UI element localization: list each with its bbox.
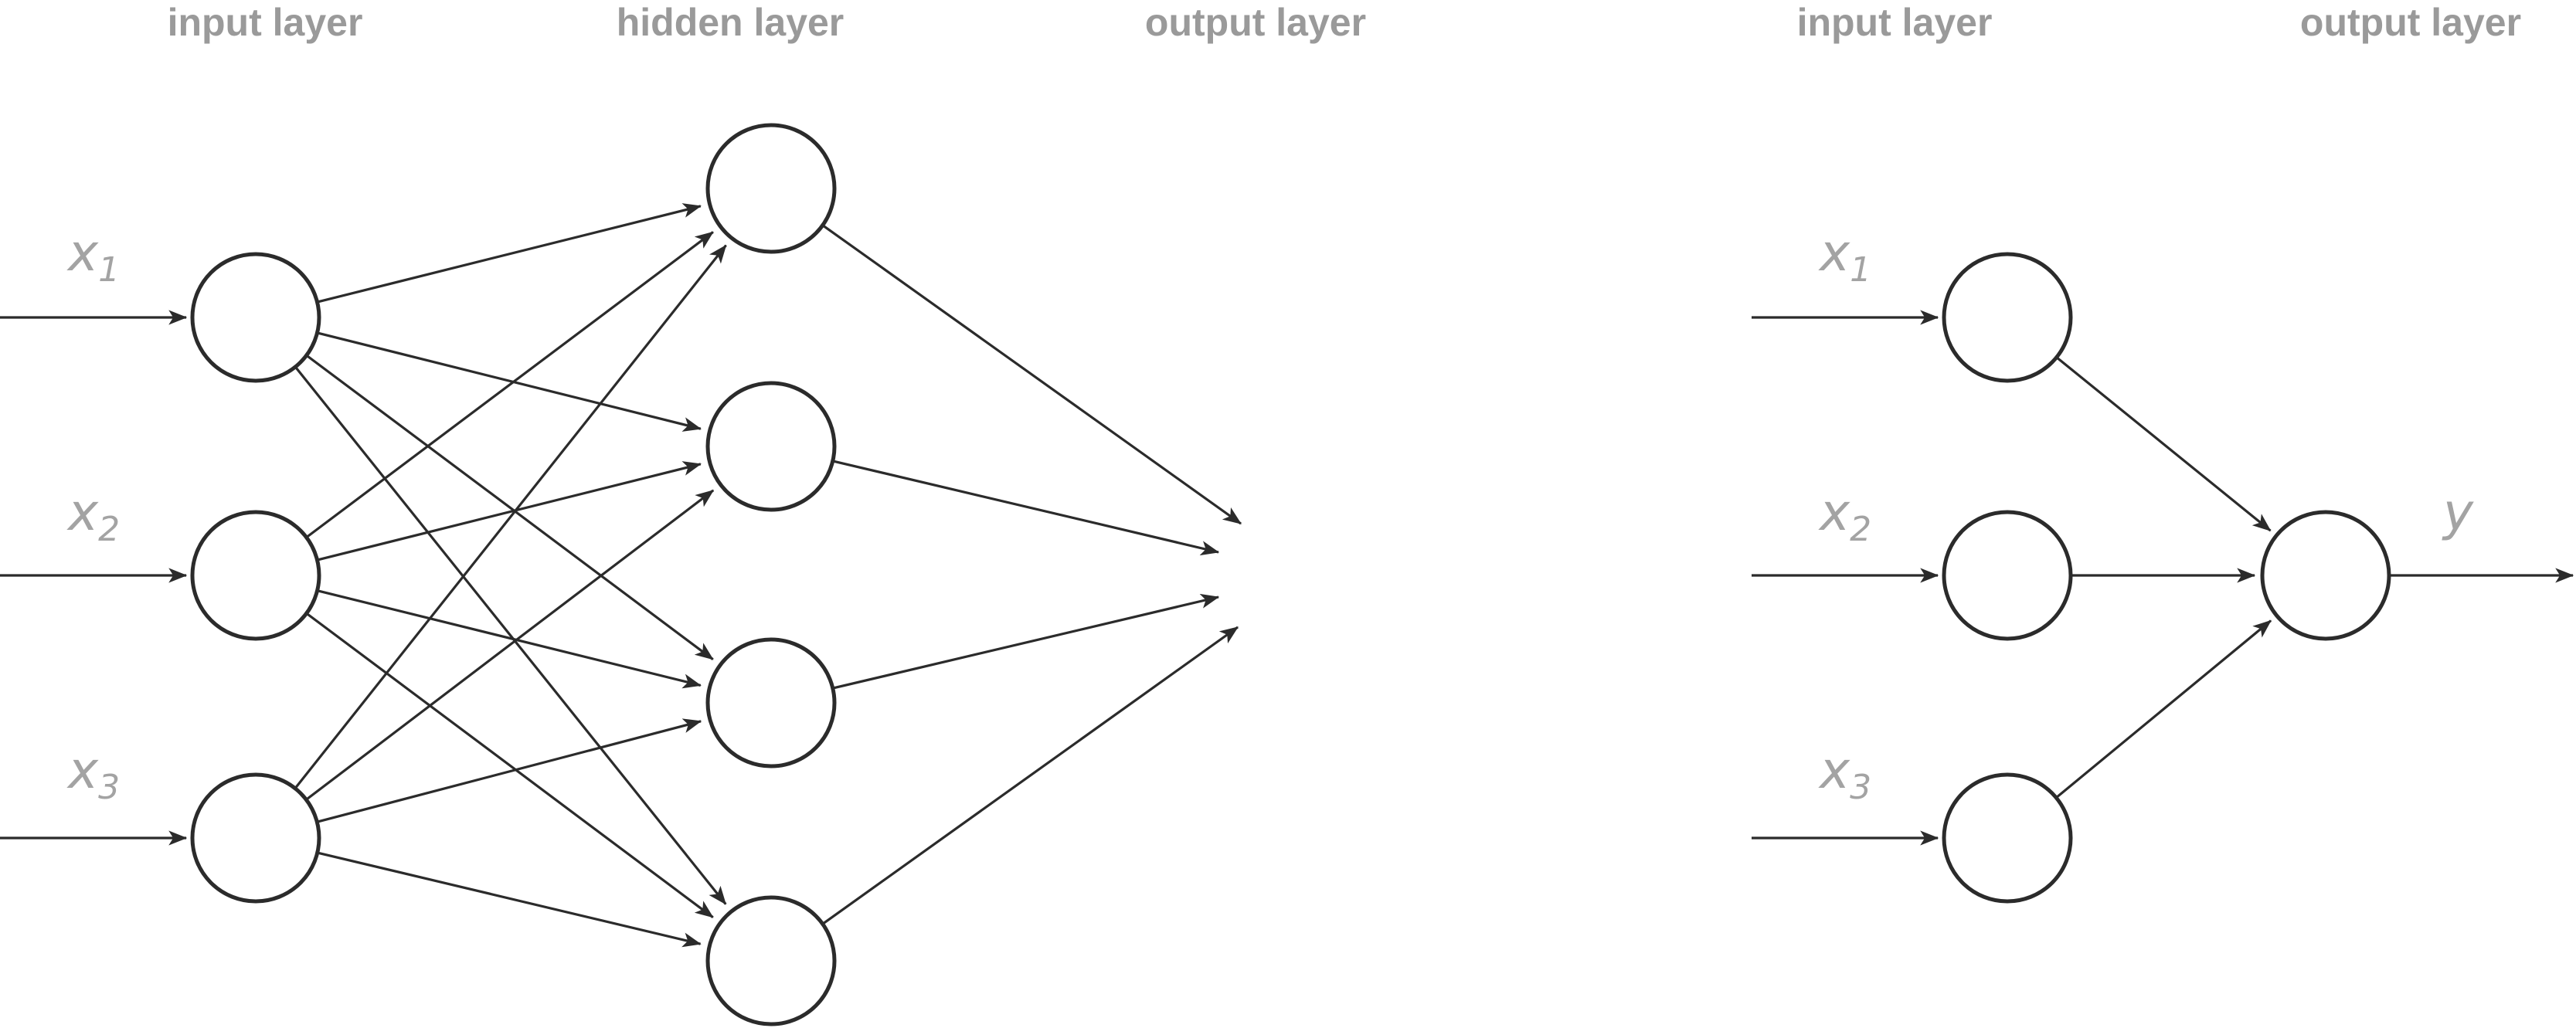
edge-input1-hidden1 [317, 203, 702, 304]
output-neuron [2260, 510, 2391, 641]
connections [0, 203, 1242, 948]
edge-input2-hidden2 [317, 461, 702, 561]
edge-input2-hidden3 [317, 589, 702, 689]
layer-headers: input layer hidden layer output layer [168, 1, 1366, 44]
header-output-layer: output layer [1145, 1, 1366, 44]
input-neuron-2 [1942, 510, 2073, 641]
edge-hidden1-output [821, 224, 1242, 525]
edge-input3-output [2055, 619, 2272, 799]
label-x2: x2 [66, 483, 120, 549]
input-neuron-1 [190, 252, 321, 383]
edge-input2-hidden4 [305, 612, 714, 918]
edge-hidden4-output [821, 626, 1239, 925]
label-y: y [2442, 483, 2474, 542]
edge-hidden2-output [832, 460, 1220, 556]
edge-hidden3-output [832, 593, 1220, 690]
multilayer-network: input layer hidden layer output layer x1… [0, 1, 1366, 1026]
label-x2: x2 [1818, 483, 1871, 549]
edge-input3-hidden4 [317, 851, 702, 948]
label-x1: x1 [66, 223, 120, 290]
hidden-neuron-2 [705, 381, 837, 512]
hidden-neuron-1 [705, 123, 837, 254]
input-variable-labels: x1 x2 x3 [66, 223, 120, 807]
header-hidden-layer: hidden layer [617, 1, 845, 44]
edge-input2-hidden1 [305, 231, 714, 539]
label-x1: x1 [1818, 223, 1871, 290]
edge-input1-hidden4 [294, 366, 727, 905]
label-x3: x3 [1818, 741, 1871, 807]
edge-input3-hidden2 [305, 489, 715, 801]
hidden-neuron-4 [705, 895, 837, 1026]
input-neuron-1 [1942, 252, 2073, 383]
input-neuron-3 [1942, 772, 2073, 904]
single-layer-perceptron: input layer output layer x1 x2 x3 y [1752, 1, 2574, 904]
layer-headers: input layer output layer [1797, 1, 2521, 44]
label-x3: x3 [66, 741, 120, 807]
input-neuron-3 [190, 772, 321, 904]
header-input-layer: input layer [1797, 1, 1993, 44]
edge-input1-hidden2 [317, 331, 702, 432]
hidden-neuron-3 [705, 637, 837, 768]
edge-input3-hidden1 [294, 244, 727, 789]
header-output-layer: output layer [2300, 1, 2521, 44]
edge-input1-output [2055, 356, 2272, 532]
edge-input3-hidden3 [316, 718, 702, 823]
variable-labels: x1 x2 x3 y [1818, 223, 2474, 807]
input-neuron-2 [190, 510, 321, 641]
neurons [1942, 252, 2391, 904]
header-input-layer: input layer [168, 1, 363, 44]
neurons [190, 123, 837, 1026]
edge-input1-hidden3 [305, 354, 714, 660]
connections [1752, 310, 2574, 846]
